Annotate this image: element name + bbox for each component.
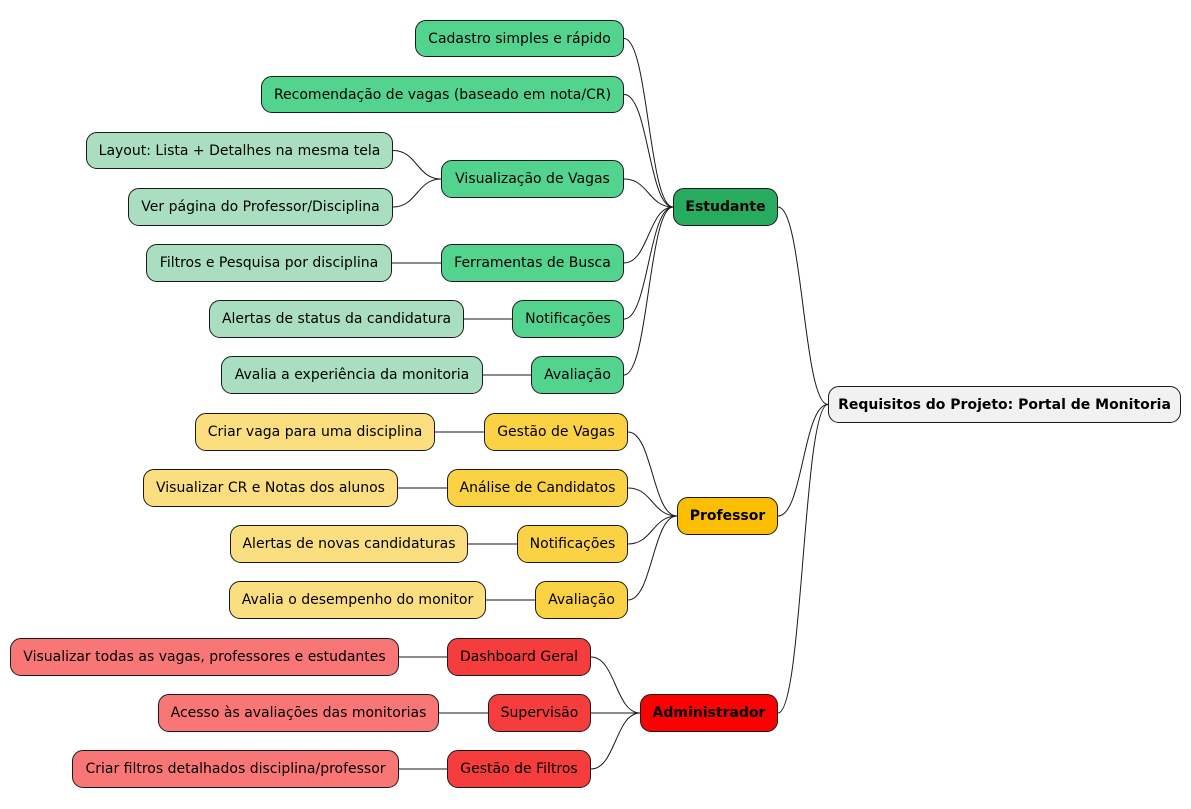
connector-line <box>590 712 641 770</box>
connector-line <box>777 404 829 714</box>
estudante-cadastro: Cadastro simples e rápido <box>415 20 624 57</box>
connector-line <box>777 206 829 405</box>
estudante-visualizacao-vagas: Visualização de Vagas <box>441 160 624 198</box>
estudante-alertas-status: Alertas de status da candidatura <box>209 300 464 338</box>
connector-line <box>623 206 674 376</box>
branch-administrador: Administrador <box>640 694 778 732</box>
connector-line <box>777 404 829 517</box>
connector-line <box>627 487 678 517</box>
estudante-pagina-professor: Ver página do Professor/Disciplina <box>128 188 393 226</box>
branch-professor: Professor <box>677 497 778 535</box>
estudante-avalia-experiencia: Avalia a experiência da monitoria <box>221 356 483 394</box>
admin-visualizar-todas: Visualizar todas as vagas, professores e… <box>10 638 399 676</box>
estudante-filtros-pesquisa: Filtros e Pesquisa por disciplina <box>146 244 392 282</box>
estudante-recomendacao: Recomendação de vagas (baseado em nota/C… <box>261 76 624 113</box>
professor-avaliacao: Avaliação <box>535 581 628 619</box>
connector-line <box>623 38 674 208</box>
connector-line <box>623 94 674 208</box>
admin-gestao-filtros: Gestão de Filtros <box>447 750 591 788</box>
admin-dashboard-geral: Dashboard Geral <box>447 638 591 676</box>
connector-line <box>623 206 674 264</box>
connector-line <box>623 178 674 208</box>
connector-line <box>590 656 641 714</box>
estudante-ferramentas-busca: Ferramentas de Busca <box>441 244 624 282</box>
estudante-notificacoes: Notificações <box>512 300 624 338</box>
connector-line <box>392 150 442 180</box>
professor-gestao-vagas: Gestão de Vagas <box>484 413 628 451</box>
connector-line <box>627 515 678 545</box>
root-node: Requisitos do Projeto: Portal de Monitor… <box>828 386 1181 423</box>
estudante-avaliacao: Avaliação <box>531 356 624 394</box>
connector-line <box>627 515 678 601</box>
branch-estudante: Estudante <box>673 188 778 226</box>
connector-line <box>623 206 674 320</box>
professor-visualizar-cr: Visualizar CR e Notas dos alunos <box>143 469 398 507</box>
estudante-layout-lista: Layout: Lista + Detalhes na mesma tela <box>86 132 393 169</box>
professor-criar-vaga: Criar vaga para uma disciplina <box>195 413 435 451</box>
admin-criar-filtros: Criar filtros detalhados disciplina/prof… <box>72 750 399 788</box>
connector-line <box>392 178 442 208</box>
professor-alertas-candidaturas: Alertas de novas candidaturas <box>230 525 468 563</box>
professor-notificacoes: Notificações <box>517 525 628 563</box>
connector-line <box>627 431 678 517</box>
admin-acesso-avaliacoes: Acesso às avaliações das monitorias <box>158 694 439 732</box>
professor-analise-candidatos: Análise de Candidatos <box>447 469 628 507</box>
professor-avalia-desempenho: Avalia o desempenho do monitor <box>229 581 486 619</box>
admin-supervisao: Supervisão <box>488 694 591 732</box>
